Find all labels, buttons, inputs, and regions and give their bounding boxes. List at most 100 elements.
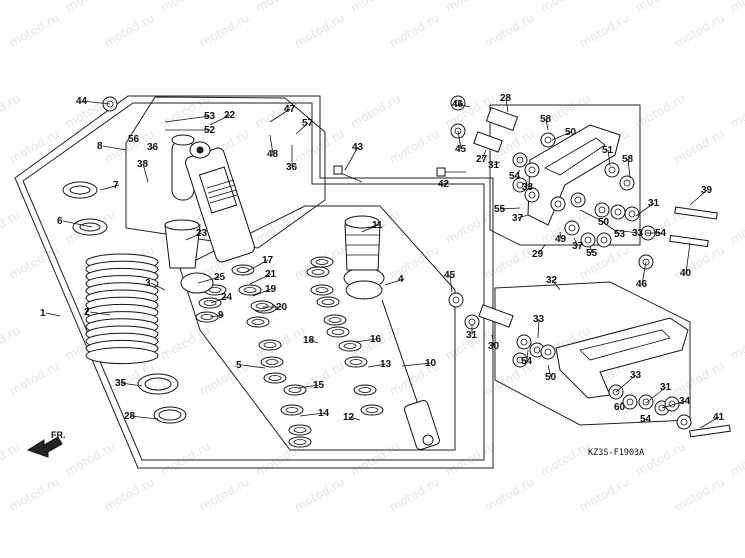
callout-number: 15 (313, 380, 325, 391)
callout-number: 54 (655, 228, 667, 239)
seal-ring (258, 339, 282, 351)
leader-line (619, 401, 623, 408)
callout-number: 3 (145, 278, 151, 289)
watermark-text: motod.ru (728, 323, 745, 363)
bearing (604, 162, 620, 178)
leader-line (699, 416, 720, 429)
seal-ring (246, 316, 270, 328)
callout-number: 17 (262, 255, 274, 266)
watermark-text: motod.ru (158, 439, 213, 479)
watermark-text: motod.ru (482, 11, 537, 51)
watermark-text: motod.ru (253, 207, 308, 247)
seal-ring (238, 284, 262, 296)
callout-labels: 4453522247575636483643838762311172119252… (40, 93, 725, 425)
leader-line (120, 382, 143, 387)
leader-line (241, 364, 266, 369)
leader-line (615, 229, 639, 234)
leader-line (308, 339, 319, 344)
watermark-text: motod.ru (387, 243, 442, 283)
watermark-text: motod.ru (7, 475, 62, 515)
callout-number: 53 (614, 229, 626, 240)
bearing (512, 152, 528, 168)
leader-line (149, 146, 154, 151)
watermark-text: motod.ru (197, 359, 252, 399)
callout-number: 31 (648, 198, 660, 209)
callout-number: 8 (97, 141, 103, 152)
callout-number: 57 (302, 118, 314, 129)
leader-lines (45, 97, 720, 429)
seal-ring (288, 436, 312, 448)
leader-line (348, 416, 361, 421)
leader-line (627, 158, 631, 179)
leader-line (493, 161, 501, 166)
leader-line (252, 288, 272, 297)
bearing (564, 220, 580, 236)
bearing (619, 175, 635, 191)
shock-spring (85, 253, 159, 365)
watermark-text: motod.ru (102, 475, 157, 515)
leader-line (367, 363, 387, 368)
watermark-text: motod.ru (0, 439, 23, 479)
seal-ring (231, 264, 255, 276)
bearing (580, 232, 596, 248)
watermark-text: motod.ru (292, 475, 347, 515)
leader-line (481, 149, 487, 160)
bearing (664, 396, 680, 412)
callout-number: 21 (265, 269, 277, 280)
bearing (594, 202, 610, 218)
callout-number: 32 (546, 275, 558, 286)
leader-line (185, 232, 203, 241)
callout-number: 45 (455, 144, 467, 155)
watermark-text: motod.ru (7, 11, 62, 51)
collar (478, 304, 514, 328)
bearing (524, 162, 540, 178)
callout-number: 12 (343, 412, 355, 423)
leader-line (133, 138, 137, 143)
leader-line (599, 219, 621, 235)
watermark-text: motod.ru (102, 11, 157, 51)
seal-ring (250, 300, 274, 312)
callout-number: 6 (57, 216, 63, 227)
leader-line (45, 312, 61, 317)
callout-number: 50 (545, 372, 557, 383)
callout-number: 13 (380, 359, 392, 370)
watermark-text: motod.ru (482, 475, 537, 515)
leader-line (443, 181, 449, 185)
callout-number: 14 (318, 408, 330, 419)
watermark-text: motod.ru (7, 127, 62, 167)
seal-ring (198, 297, 222, 309)
seal-ring (260, 356, 284, 368)
leader-line (537, 318, 540, 339)
callout-number: 56 (128, 134, 140, 145)
watermark-text: motod.ru (348, 0, 403, 15)
watermark-text: motod.ru (0, 0, 23, 15)
callout-number: 36 (286, 162, 298, 173)
callout-number: 40 (680, 268, 692, 279)
leader-line (62, 220, 93, 228)
callout-number: 55 (494, 204, 506, 215)
callout-number: 10 (425, 358, 437, 369)
leader-line (164, 115, 211, 123)
callout-number: 16 (370, 334, 382, 345)
pivot-bolt (674, 206, 718, 220)
shock-absorber-body (171, 134, 255, 263)
callout-number: 46 (452, 99, 464, 110)
leader-line (607, 149, 611, 167)
bearing (448, 292, 464, 308)
watermark-text: motod.ru (197, 11, 252, 51)
callout-number: 20 (276, 302, 288, 313)
watermark-text: motod.ru (443, 0, 498, 15)
watermark-text: motod.ru (7, 359, 62, 399)
watermark-text: motod.ru (158, 0, 213, 15)
watermark-text: motod.ru (633, 91, 688, 131)
callout-number: 31 (466, 330, 478, 341)
callout-number: 5 (236, 360, 242, 371)
callout-number: 39 (701, 185, 713, 196)
callout-number: 52 (204, 125, 216, 136)
leader-line (449, 274, 453, 293)
watermark-text: motod.ru (0, 91, 23, 131)
leader-line (209, 314, 225, 318)
watermark-text: motod.ru (253, 91, 308, 131)
